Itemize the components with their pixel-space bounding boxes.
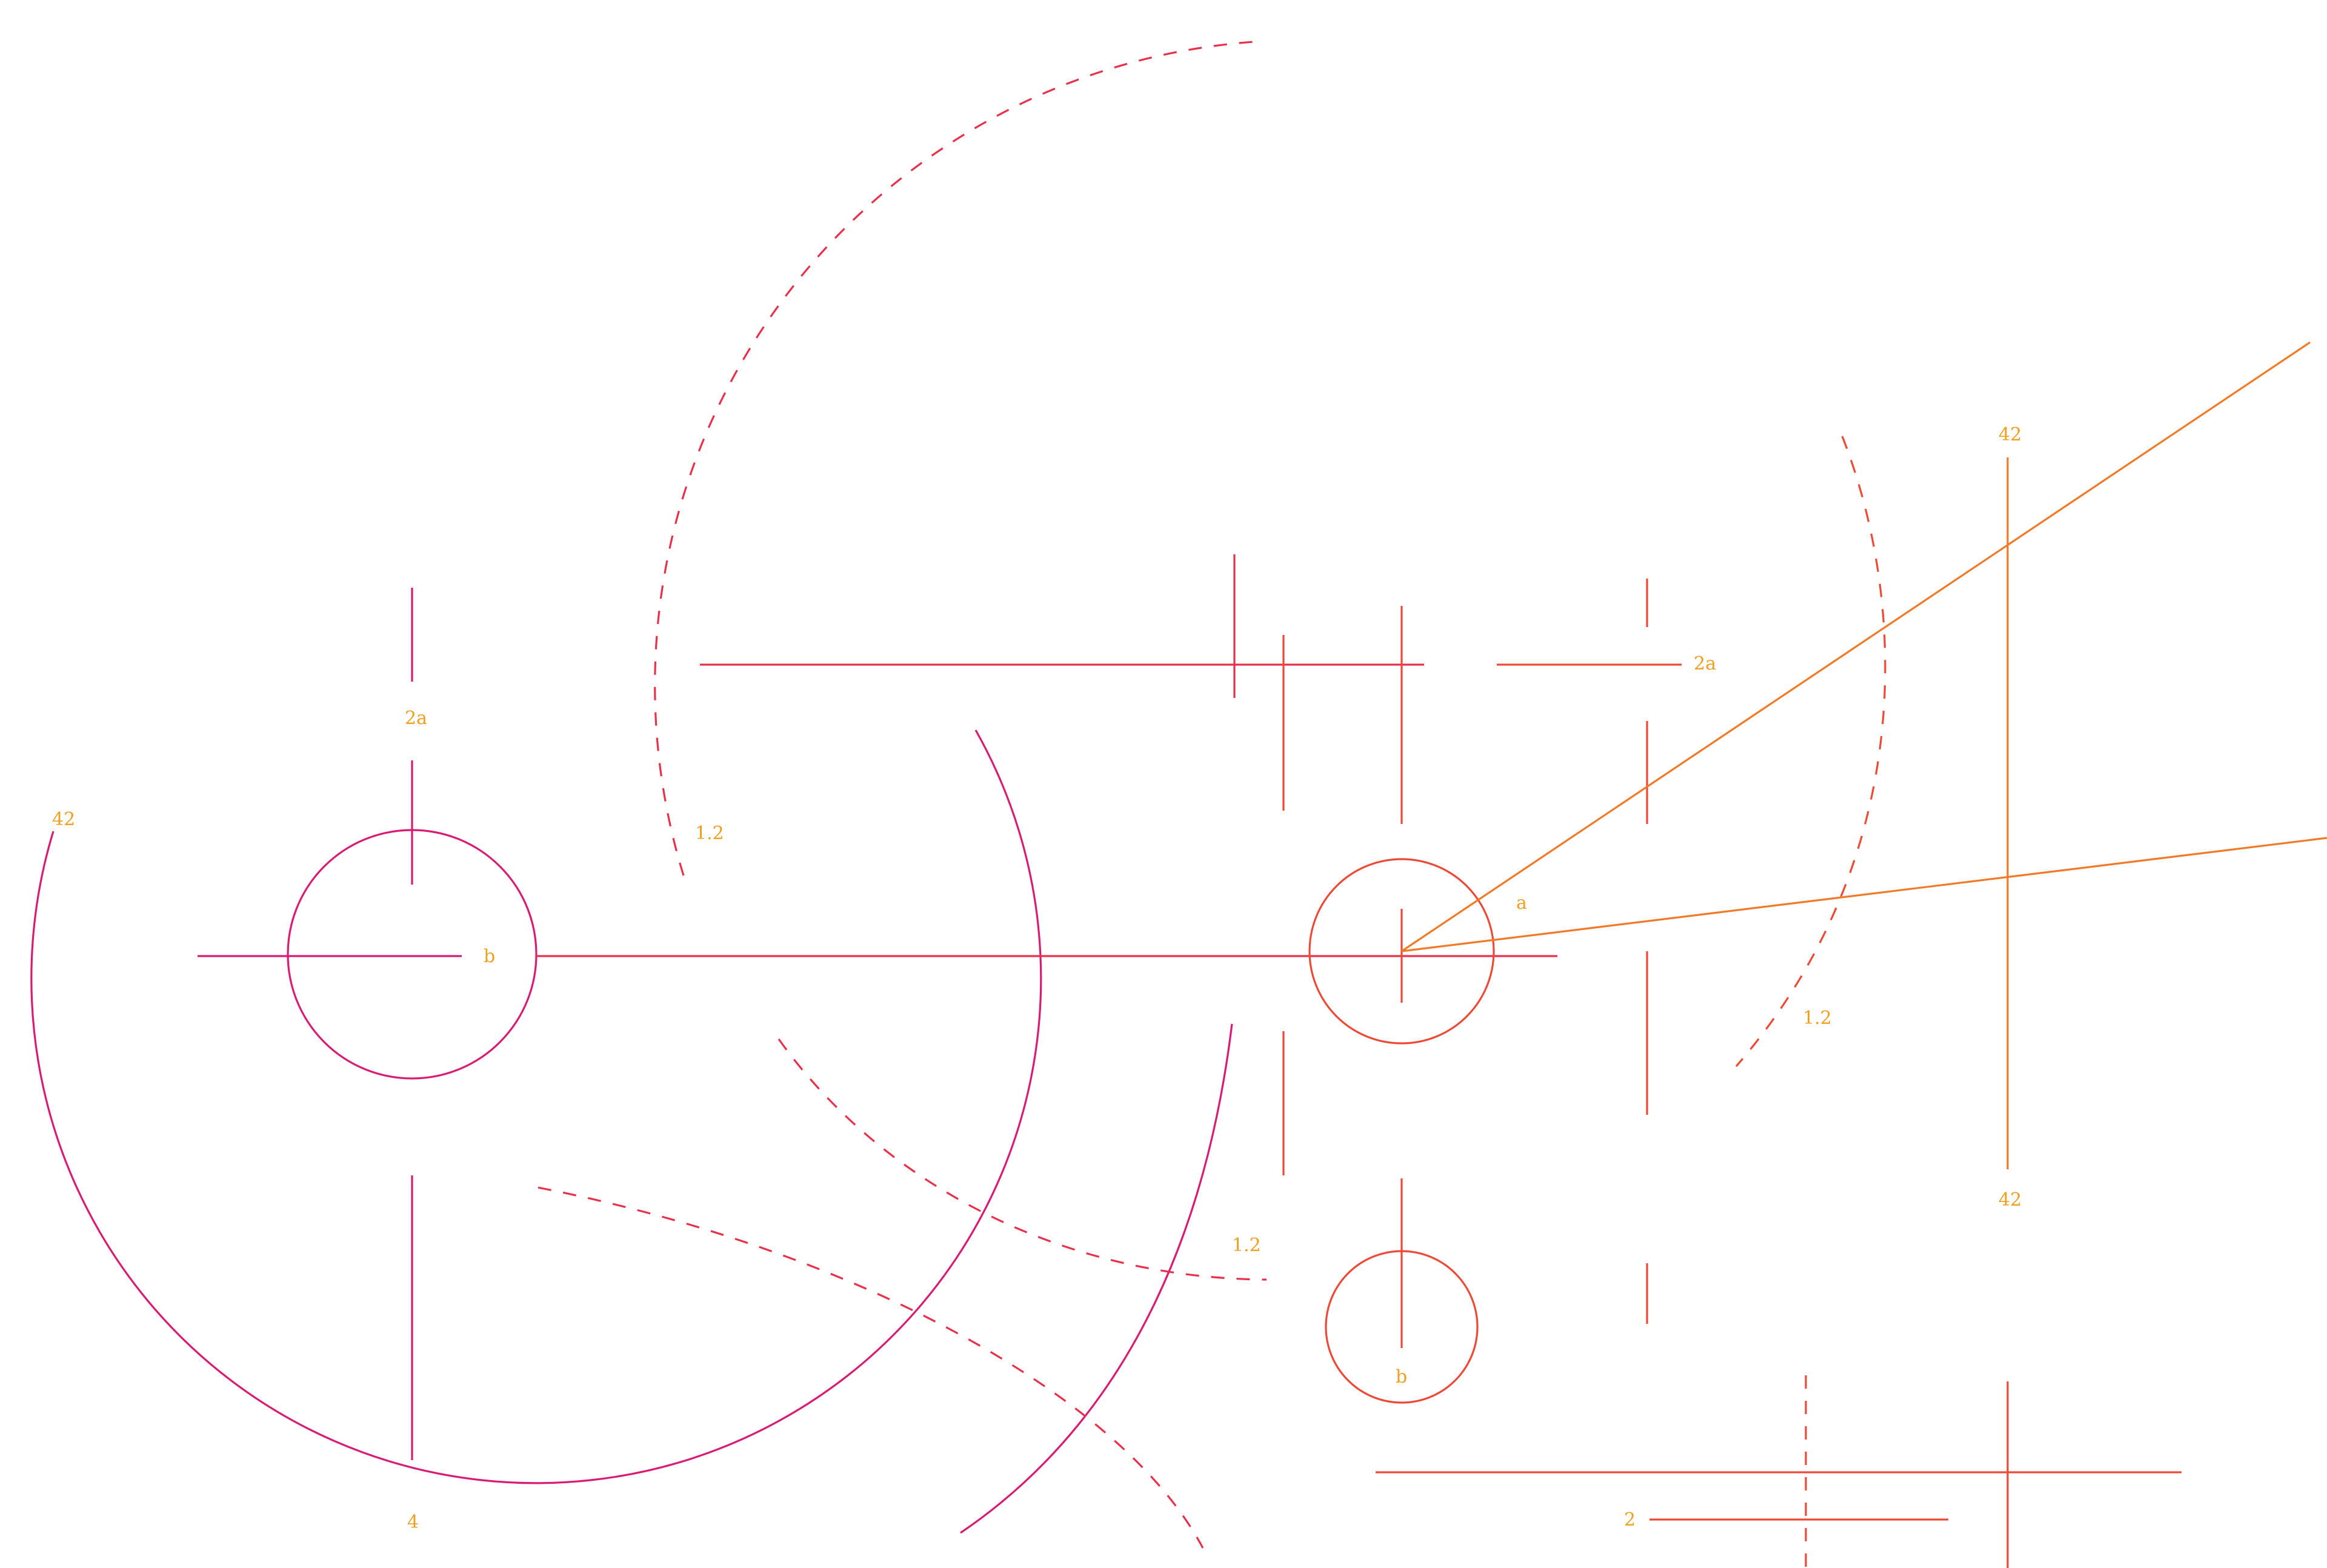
center-circle-lower <box>1325 1250 1479 1404</box>
dashed-arcs <box>538 40 1267 1549</box>
left-assembly <box>30 588 1233 1534</box>
dashed-bottom-arc <box>777 1038 1267 1281</box>
label-bottom-2: 2 <box>1624 1509 1636 1530</box>
label-left-42: 42 <box>52 809 75 830</box>
label-left-b: b <box>484 946 495 967</box>
right-assembly <box>1401 341 2327 1324</box>
dashed-top-arc <box>654 40 1264 876</box>
label-right-bottom-42: 42 <box>1999 1189 2022 1211</box>
center-assembly <box>700 554 1495 1404</box>
left-large-arc <box>30 729 1042 1484</box>
right-dashed-arc <box>1735 436 1886 1068</box>
labels: 2a 42 b 4 1.2 1.2 1.2 a 2a b 42 42 2 <box>52 424 2022 1533</box>
label-dashed-bottom-1-2: 1.2 <box>1232 1235 1261 1256</box>
label-left-bottom-4: 4 <box>407 1512 419 1533</box>
label-center-b: b <box>1396 1366 1407 1387</box>
center-lower-arc <box>960 1023 1233 1534</box>
label-dashed-top-1-2: 1.2 <box>695 823 724 844</box>
center-circle-upper <box>1308 858 1495 1045</box>
label-right-2a: 2a <box>1694 653 1716 674</box>
label-right-dashed-1-2: 1.2 <box>1803 1008 1832 1029</box>
angle-line-upper <box>1401 341 2311 952</box>
angle-line-lower <box>1401 837 2327 952</box>
label-angle-a: a <box>1516 892 1527 914</box>
bottom-right-assembly <box>1376 1375 2182 1568</box>
label-right-top-42: 42 <box>1999 424 2022 445</box>
dashed-lower-left-arc <box>538 1186 1204 1549</box>
label-left-2a: 2a <box>405 708 427 729</box>
